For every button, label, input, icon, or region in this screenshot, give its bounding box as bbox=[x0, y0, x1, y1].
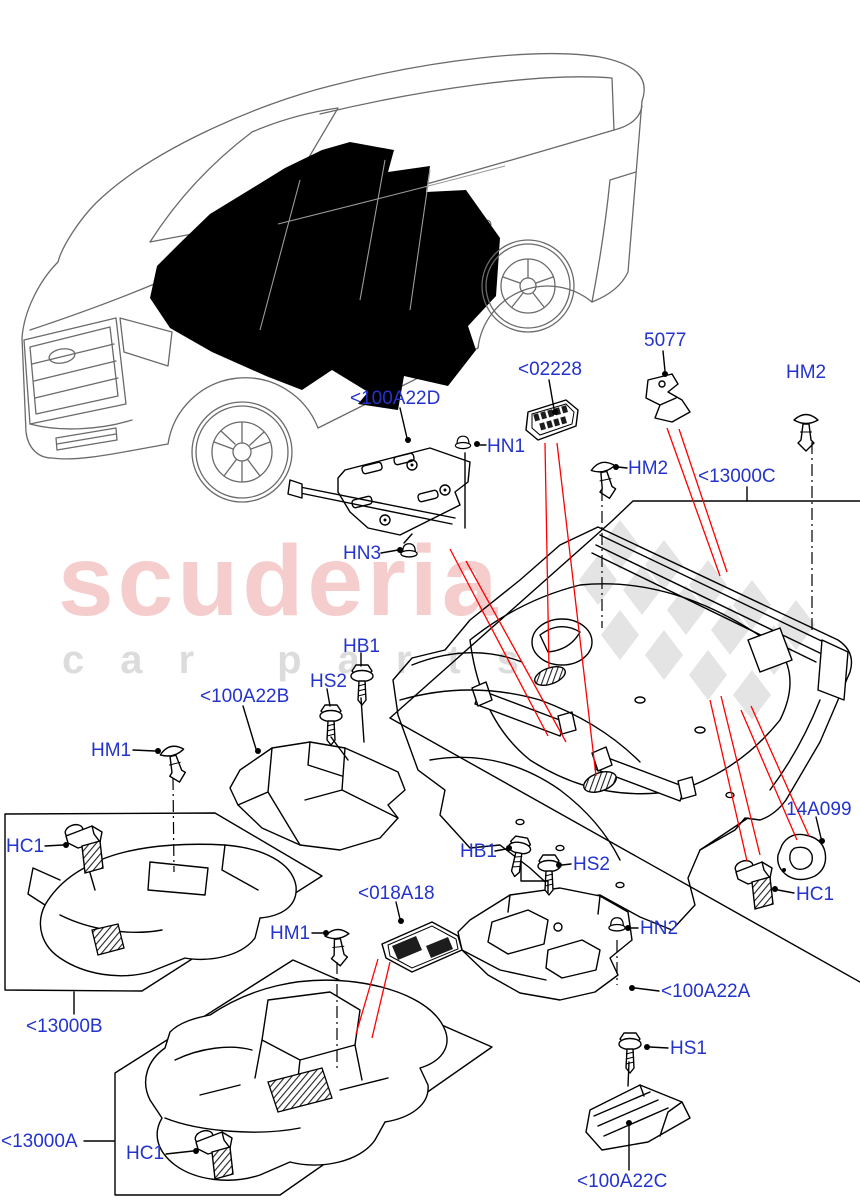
part-label-02228[interactable]: <02228 bbox=[518, 359, 582, 380]
part-label-100A22A[interactable]: <100A22A bbox=[661, 981, 751, 1002]
rear-wheel bbox=[481, 239, 575, 333]
nut-HN3 bbox=[400, 543, 418, 558]
part-label-100A22B[interactable]: <100A22B bbox=[200, 686, 290, 707]
watermark-brand-text: scuderia bbox=[58, 525, 502, 637]
part-label-HM1-bottom[interactable]: HM1 bbox=[270, 923, 311, 944]
part-grommet-14A099 bbox=[777, 833, 827, 881]
part-label-13000C[interactable]: <13000C bbox=[698, 466, 776, 487]
part-label-HC1-right[interactable]: HC1 bbox=[796, 884, 835, 905]
leader-lines bbox=[44, 350, 825, 1171]
part-vent-02228 bbox=[525, 399, 579, 441]
part-label-HC1-left[interactable]: HC1 bbox=[6, 836, 45, 857]
front-wheel bbox=[191, 401, 293, 503]
part-label-HS2-upper[interactable]: HS2 bbox=[310, 671, 347, 692]
part-label-HB1-upper[interactable]: HB1 bbox=[343, 636, 380, 657]
part-pad-018A18 bbox=[381, 921, 463, 973]
box-13000A bbox=[114, 959, 493, 1196]
part-label-HC1-bottom[interactable]: HC1 bbox=[126, 1143, 165, 1164]
pin-HM1-left bbox=[158, 743, 192, 786]
part-label-HN2[interactable]: HN2 bbox=[640, 918, 679, 939]
part-bracket-100A22D bbox=[287, 447, 471, 536]
part-bracket-5077 bbox=[645, 373, 691, 423]
vent-grille bbox=[534, 666, 566, 686]
part-label-HS2-lower[interactable]: HS2 bbox=[573, 854, 610, 875]
part-front-carpet-13000A bbox=[144, 979, 448, 1181]
part-label-HN1[interactable]: HN1 bbox=[487, 436, 526, 457]
part-label-13000B[interactable]: <13000B bbox=[26, 1016, 103, 1037]
checker-pattern bbox=[579, 520, 815, 720]
part-insulator-100A22C bbox=[585, 1084, 691, 1151]
part-label-HS1[interactable]: HS1 bbox=[670, 1038, 707, 1059]
part-label-018A18[interactable]: <018A18 bbox=[358, 883, 435, 904]
screw-HS1 bbox=[618, 1032, 642, 1074]
part-label-13000A[interactable]: <13000A bbox=[1, 1131, 78, 1152]
clip-HC1-left bbox=[62, 821, 104, 874]
nut-HN1 bbox=[454, 435, 472, 450]
group-boxes bbox=[4, 500, 860, 1196]
screw-HB1-upper bbox=[350, 664, 374, 706]
red-leader-lines bbox=[355, 427, 810, 1039]
part-label-5077[interactable]: 5077 bbox=[644, 330, 687, 351]
part-label-HB1-lower[interactable]: HB1 bbox=[460, 841, 497, 862]
part-label-100A22C[interactable]: <100A22C bbox=[577, 1171, 668, 1192]
part-label-14A099[interactable]: 14A099 bbox=[786, 799, 852, 820]
part-label-100A22D[interactable]: <100A22D bbox=[350, 388, 441, 409]
vent-grille bbox=[583, 771, 617, 793]
part-rear-carpet-13000B bbox=[27, 843, 297, 977]
part-label-HM2-mid[interactable]: HM2 bbox=[628, 458, 669, 479]
screw-HB1-lower bbox=[503, 834, 534, 880]
part-insulator-100A22B bbox=[229, 741, 406, 851]
clip-HC1-right bbox=[732, 857, 774, 910]
part-label-HN3[interactable]: HN3 bbox=[343, 543, 382, 564]
pin-HM2-right bbox=[793, 413, 819, 452]
part-label-HM2-right[interactable]: HM2 bbox=[786, 362, 827, 383]
part-insulator-100A22A bbox=[457, 887, 633, 1001]
vehicle-locator-illustration bbox=[21, 52, 645, 503]
watermark-subtitle-text: car parts bbox=[62, 638, 555, 682]
part-label-HM1-left[interactable]: HM1 bbox=[91, 740, 132, 761]
floor-covering-highlight bbox=[150, 142, 500, 410]
screw-HS2-upper bbox=[319, 704, 343, 746]
